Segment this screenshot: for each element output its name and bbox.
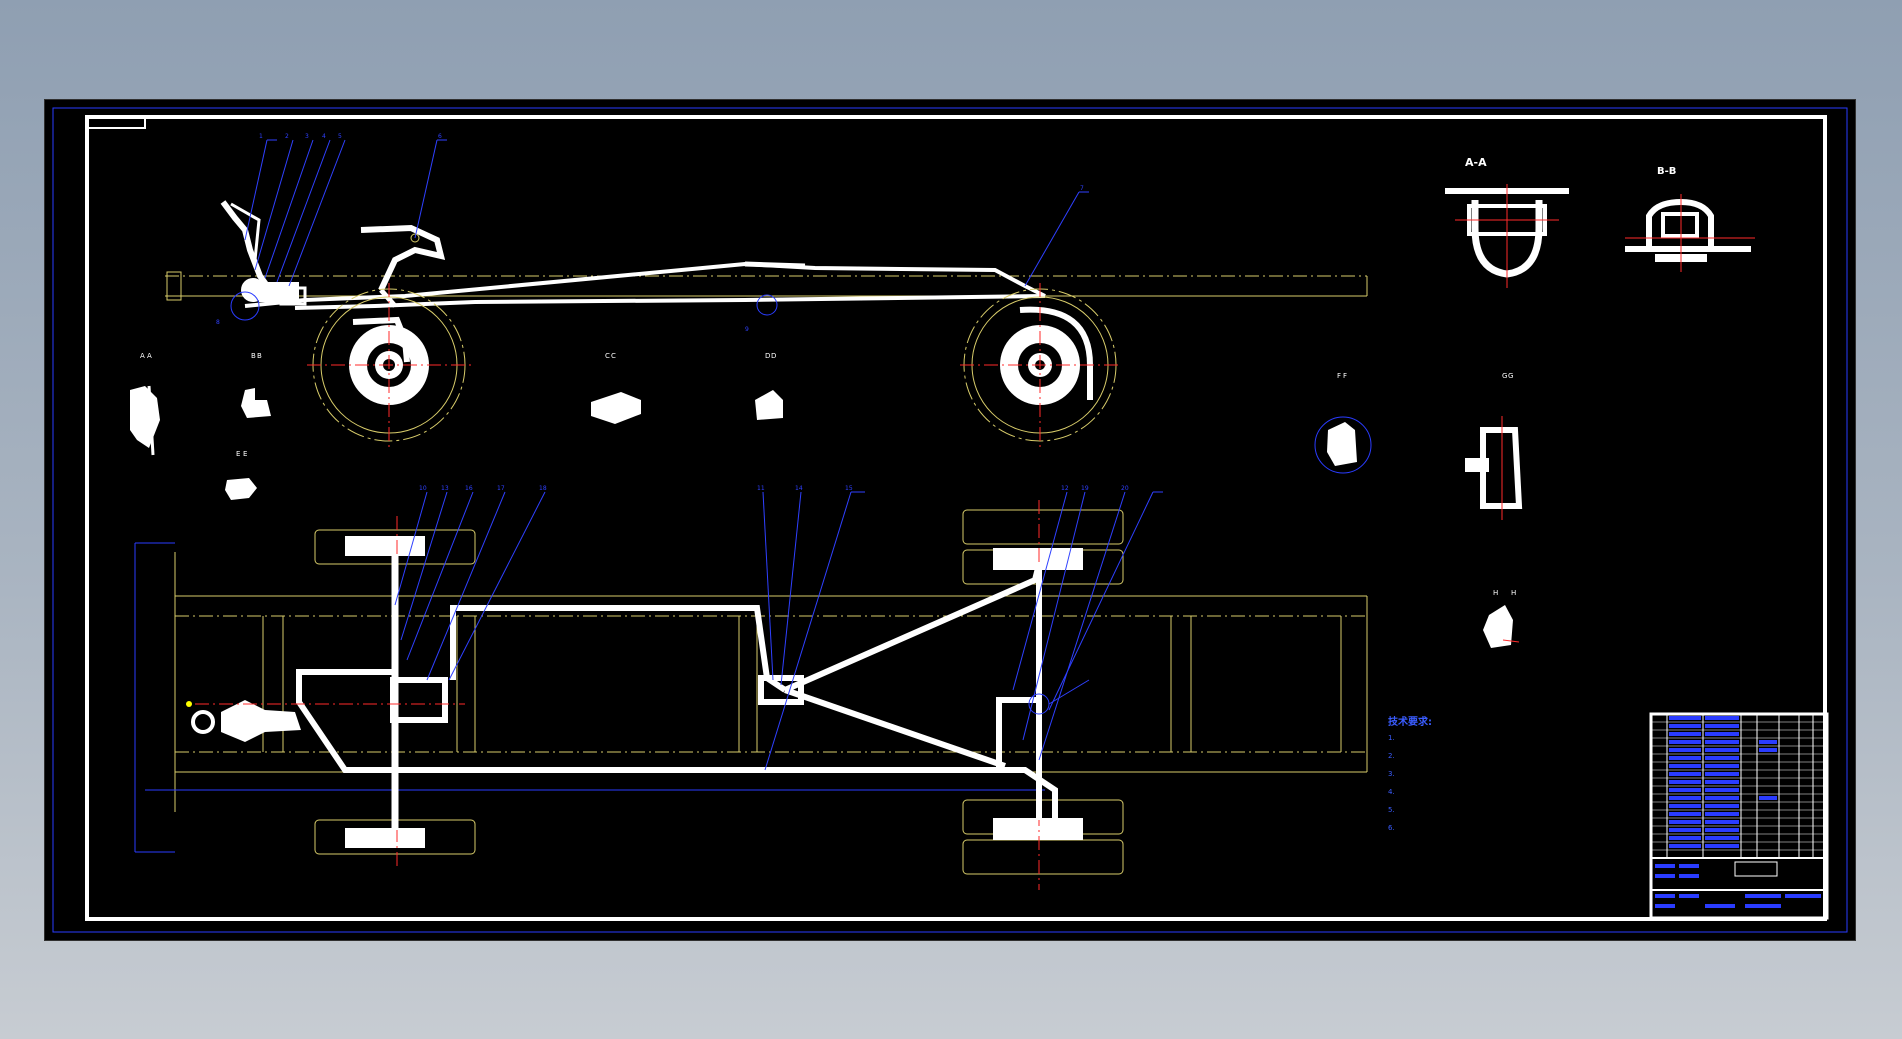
svg-text:A: A (147, 352, 152, 360)
tech-requirements-title: 技术要求: (1388, 717, 1432, 728)
section-a-label: A-A (1465, 156, 1487, 169)
svg-text:18: 18 (539, 485, 547, 492)
svg-text:H: H (1493, 589, 1498, 597)
svg-text:12: 12 (1061, 485, 1069, 492)
svg-text:B: B (251, 352, 256, 360)
svg-text:7: 7 (1080, 185, 1084, 192)
svg-text:1: 1 (259, 133, 263, 140)
svg-text:A: A (140, 352, 145, 360)
svg-text:F: F (1343, 372, 1347, 380)
svg-text:8: 8 (216, 319, 220, 326)
drawing-frame (85, 115, 1827, 921)
title-block (1649, 712, 1829, 920)
tech-requirement-2: 2. (1388, 752, 1395, 760)
tech-requirements: 技术要求: 1. 2. 3. 4. 5. 6. (1388, 713, 1688, 842)
svg-text:11: 11 (757, 485, 765, 492)
svg-text:B: B (257, 352, 262, 360)
corner-stamp (86, 116, 146, 129)
svg-text:G: G (1508, 372, 1513, 380)
svg-text:4: 4 (322, 133, 326, 140)
tech-requirement-1: 1. (1388, 734, 1395, 742)
svg-text:C: C (605, 352, 610, 360)
svg-text:10: 10 (419, 485, 427, 492)
outer-frame (52, 107, 1848, 933)
svg-text:20: 20 (1121, 485, 1129, 492)
svg-text:9: 9 (745, 326, 749, 333)
tech-requirement-6: 6. (1388, 824, 1395, 832)
svg-text:13: 13 (441, 485, 449, 492)
svg-text:17: 17 (497, 485, 505, 492)
svg-text:5: 5 (338, 133, 342, 140)
svg-text:F: F (1337, 372, 1341, 380)
side-view: 1 2 3 4 5 6 7 8 9 (165, 133, 1368, 447)
svg-text:G: G (1502, 372, 1507, 380)
svg-text:16: 16 (465, 485, 473, 492)
svg-text:2: 2 (285, 133, 289, 140)
svg-text:H: H (1511, 589, 1516, 597)
tech-requirement-4: 4. (1388, 788, 1395, 796)
svg-text:E: E (243, 450, 247, 458)
section-b-label: B-B (1657, 166, 1676, 177)
svg-text:C: C (611, 352, 616, 360)
tech-requirement-5: 5. (1388, 806, 1395, 814)
tech-requirement-3: 3. (1388, 770, 1395, 778)
svg-text:D: D (765, 352, 770, 360)
svg-text:19: 19 (1081, 485, 1089, 492)
section-views: A-A B-B (1445, 156, 1755, 288)
svg-text:E: E (236, 450, 240, 458)
svg-text:6: 6 (438, 133, 442, 140)
plan-view: 10 13 16 17 18 11 14 15 12 19 20 (134, 485, 1368, 890)
svg-text:15: 15 (845, 485, 853, 492)
brake-system-drawing: 1 2 3 4 5 6 7 8 9 AA BB CC DD EE FF (52, 107, 1848, 933)
svg-text:3: 3 (305, 133, 309, 140)
svg-text:14: 14 (795, 485, 803, 492)
svg-text:D: D (771, 352, 776, 360)
